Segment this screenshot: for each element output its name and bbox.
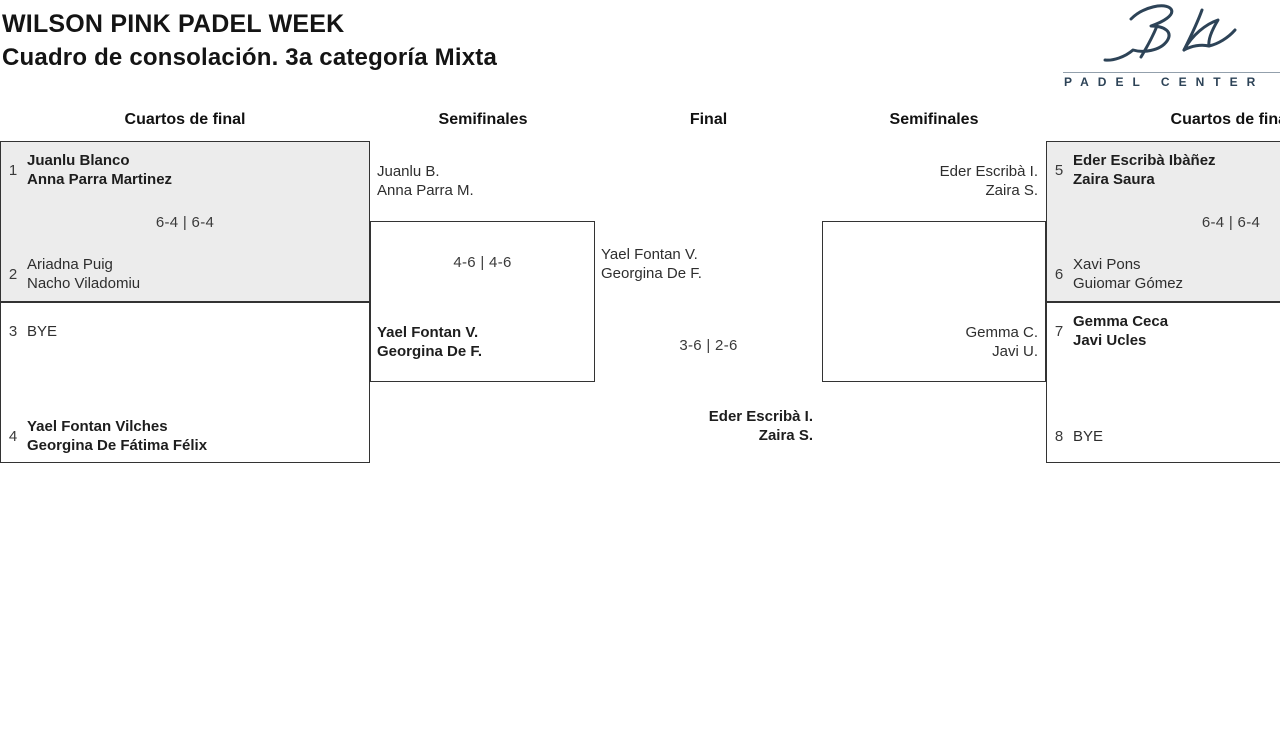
team-row: 6 Xavi Pons Guiomar Gómez xyxy=(1054,255,1183,293)
page-subtitle: Cuadro de consolación. 3a categoría Mixt… xyxy=(2,44,497,71)
player-name: Nacho Viladomiu xyxy=(27,275,141,292)
player-name: Zaira Saura xyxy=(1073,171,1155,188)
player-name: Eder Escribà I. xyxy=(939,163,1038,180)
player-name: Eder Escribà I. xyxy=(708,408,813,425)
player-name: Guiomar Gómez xyxy=(1073,275,1184,292)
match-box-left-sf[interactable] xyxy=(370,221,595,382)
player-name: Georgina De Fátima Félix xyxy=(27,437,208,454)
seed-number: 6 xyxy=(1054,265,1064,283)
player-name: Anna Parra Martinez xyxy=(27,171,173,188)
team-names: Eder Escribà I. Zaira S. xyxy=(600,407,813,445)
team-names: Gemma Ceca Javi Ucles xyxy=(1073,312,1168,350)
team-row: 2 Ariadna Puig Nacho Viladomiu xyxy=(8,255,140,293)
seed-number: 8 xyxy=(1054,427,1064,445)
player-name: Zaira S. xyxy=(758,427,813,444)
team-names: BYE xyxy=(1073,427,1103,446)
team-names: Juanlu Blanco Anna Parra Martinez xyxy=(27,151,172,189)
team-row: 4 Yael Fontan Vilches Georgina De Fátima… xyxy=(8,417,207,455)
seed-number: 5 xyxy=(1054,161,1064,179)
match-box-left-qf-2[interactable] xyxy=(0,302,370,463)
bela-signature-icon xyxy=(1103,4,1237,62)
player-name: Gemma Ceca xyxy=(1073,313,1169,330)
team-names: BYE xyxy=(27,322,57,341)
team-row: 7 Gemma Ceca Javi Ucles xyxy=(1054,312,1168,350)
match-box-right-qf-1[interactable] xyxy=(1046,141,1280,302)
logo-caption: PADEL CENTER xyxy=(1064,75,1265,89)
round-header-cuartos-left: Cuartos de final xyxy=(124,111,246,128)
player-name: Juanlu B. xyxy=(377,163,440,180)
player-name: BYE xyxy=(27,322,58,340)
match-score: 6-4 | 6-4 xyxy=(1201,214,1261,231)
player-name: Eder Escribà Ibàñez xyxy=(1073,152,1216,169)
seed-number: 7 xyxy=(1054,322,1064,340)
team-names: Yael Fontan V. Georgina De F. xyxy=(601,245,702,283)
page-title: WILSON PINK PADEL WEEK xyxy=(2,10,345,38)
player-name: Yael Fontan V. xyxy=(601,246,698,263)
player-name: Anna Parra M. xyxy=(377,182,474,199)
match-box-left-qf-1[interactable] xyxy=(0,141,370,302)
player-name: Javi U. xyxy=(992,343,1038,360)
match-score: 3-6 | 2-6 xyxy=(679,337,738,354)
seed-number: 3 xyxy=(8,322,18,340)
seed-number: 2 xyxy=(8,265,18,283)
team-row: 3 BYE xyxy=(8,312,57,350)
team-names: Eder Escribà Ibàñez Zaira Saura xyxy=(1073,151,1216,189)
round-header-semifinales-right: Semifinales xyxy=(889,111,979,128)
team-names: Yael Fontan V. Georgina De F. xyxy=(377,323,482,361)
round-header-cuartos-right: Cuartos de final xyxy=(1170,111,1280,128)
logo-divider xyxy=(1063,72,1280,73)
team-row: 1 Juanlu Blanco Anna Parra Martinez xyxy=(8,151,172,189)
player-name: Zaira S. xyxy=(985,182,1038,199)
seed-number: 4 xyxy=(8,427,18,445)
team-names: Eder Escribà I. Zaira S. xyxy=(828,162,1038,200)
seed-number: 1 xyxy=(8,161,18,179)
match-score: 4-6 | 4-6 xyxy=(453,254,512,271)
round-header-semifinales-left: Semifinales xyxy=(438,111,528,128)
player-name: Georgina De F. xyxy=(601,265,702,282)
team-names: Ariadna Puig Nacho Viladomiu xyxy=(27,255,140,293)
match-score: 6-4 | 6-4 xyxy=(155,214,215,231)
player-name: Yael Fontan Vilches xyxy=(27,418,168,435)
page-header: WILSON PINK PADEL WEEK Cuadro de consola… xyxy=(2,7,497,74)
player-name: Georgina De F. xyxy=(377,343,483,360)
player-name: Ariadna Puig xyxy=(27,256,113,273)
player-name: Juanlu Blanco xyxy=(27,152,130,169)
player-name: Yael Fontan V. xyxy=(377,324,479,341)
team-row: 8 BYE xyxy=(1054,417,1103,455)
player-name: Gemma C. xyxy=(965,324,1038,341)
match-box-right-sf[interactable] xyxy=(822,221,1046,382)
team-names: Juanlu B. Anna Parra M. xyxy=(377,162,474,200)
team-row: 5 Eder Escribà Ibàñez Zaira Saura xyxy=(1054,151,1216,189)
player-name: BYE xyxy=(1073,427,1104,445)
round-header-final: Final xyxy=(689,111,728,128)
player-name: Javi Ucles xyxy=(1073,332,1147,349)
player-name: Xavi Pons xyxy=(1073,256,1141,273)
brand-logo: PADEL CENTER xyxy=(1060,0,1280,92)
team-names: Yael Fontan Vilches Georgina De Fátima F… xyxy=(27,417,207,455)
team-names: Xavi Pons Guiomar Gómez xyxy=(1073,255,1183,293)
team-names: Gemma C. Javi U. xyxy=(828,323,1038,361)
match-box-right-qf-2[interactable] xyxy=(1046,302,1280,463)
